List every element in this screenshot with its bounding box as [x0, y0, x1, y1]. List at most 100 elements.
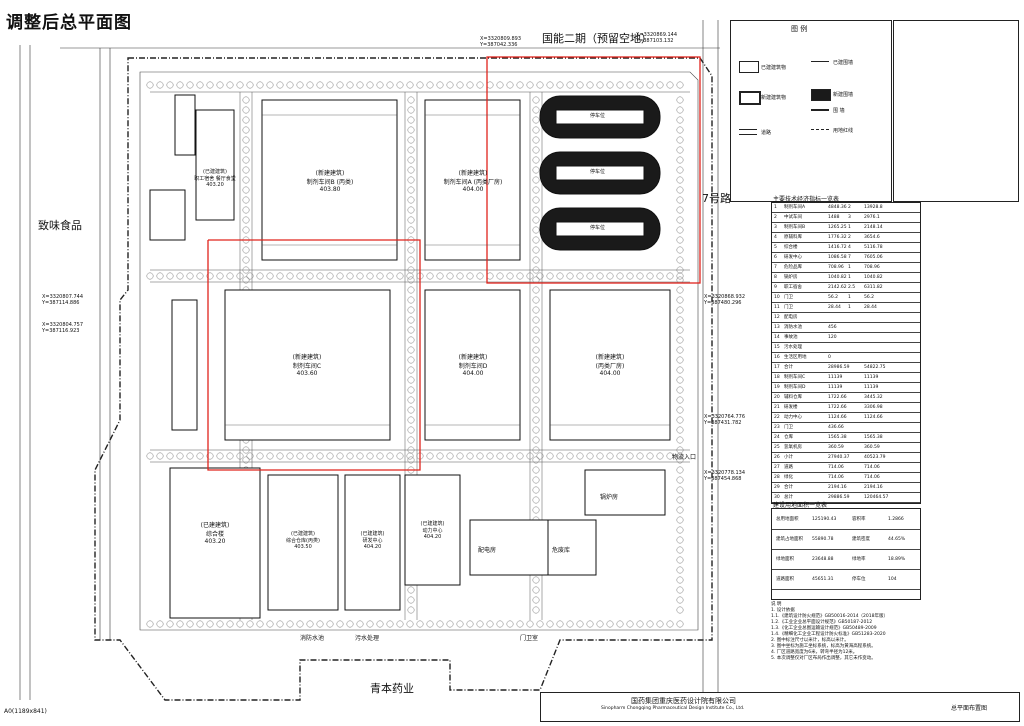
tree-icon [242, 276, 250, 284]
tree-icon [676, 426, 684, 434]
tree-icon [236, 272, 244, 280]
tree-icon [407, 586, 415, 594]
table-cell: 3 [848, 215, 851, 220]
coord-left-x: X=3320807.744 [42, 294, 84, 300]
tree-icon [556, 272, 564, 280]
tree-icon [532, 126, 540, 134]
tree-icon [407, 446, 415, 454]
tree-icon [576, 452, 584, 460]
land-table-cell: 容积率 [852, 517, 866, 522]
tree-icon [356, 81, 364, 89]
tree-icon [532, 606, 540, 614]
tree-icon [676, 526, 684, 534]
note-line: 3. 图中坐标为施工坐标系统，标高为黄海高程系统。 [771, 644, 876, 649]
coord-left2-x: X=3320804.757 [42, 322, 84, 328]
table-cell: 24 [774, 435, 780, 440]
tree-icon [676, 476, 684, 484]
tree-icon [546, 81, 554, 89]
table-cell: 14 [774, 335, 780, 340]
neighbor-label-bottom: 青本药业 [370, 682, 414, 695]
tree-icon [636, 452, 644, 460]
tree-icon [436, 81, 444, 89]
paper-size-code: A0(1189x841) [4, 708, 47, 715]
tree-icon [426, 452, 434, 460]
table-cell: 1 [774, 205, 777, 210]
tree-icon [532, 436, 540, 444]
tree-icon [656, 452, 664, 460]
tree-icon [336, 81, 344, 89]
table-cell: 436.66 [828, 425, 844, 430]
tree-icon [466, 452, 474, 460]
table-cell: 2976.1 [864, 215, 880, 220]
tree-icon [496, 272, 504, 280]
note-line: 4. 厂区道路宽度为6米，转弯半径为12米。 [771, 650, 858, 655]
tree-icon [176, 452, 184, 460]
coord-right-mid-y: Y=387431.782 [704, 420, 742, 426]
tree-icon [536, 620, 544, 628]
tree-icon [206, 452, 214, 460]
land-table-cell: 道路面积 [776, 577, 794, 582]
table-cell: 40523.79 [864, 455, 886, 460]
table-cell: 120464.57 [864, 495, 889, 500]
tree-icon [396, 81, 404, 89]
tree-icon [366, 620, 374, 628]
tree-icon [446, 81, 454, 89]
tree-icon [246, 272, 254, 280]
table-cell: 辅料仓库 [784, 395, 802, 400]
tree-icon [407, 346, 415, 354]
tree-icon [306, 81, 314, 89]
small-building-5 [171, 299, 198, 431]
table-cell: 7605.06 [864, 255, 883, 260]
table-cell: 总计 [784, 495, 793, 500]
tree-icon [242, 446, 250, 454]
tree-icon [246, 620, 254, 628]
tree-icon [242, 206, 250, 214]
tree-icon [532, 326, 540, 334]
tree-icon [566, 620, 574, 628]
tree-icon [476, 452, 484, 460]
tree-icon [532, 196, 540, 204]
tree-icon [532, 406, 540, 414]
tree-icon [486, 452, 494, 460]
tree-icon [532, 306, 540, 314]
tree-icon [532, 236, 540, 244]
legend-label-wall-existing: 已建围墙 [833, 60, 854, 66]
table-cell: 原辅料库 [784, 235, 802, 240]
table-cell: 1040.82 [828, 275, 847, 280]
tree-icon [676, 466, 684, 474]
tree-icon [242, 256, 250, 264]
building-e-label: (新建建筑)(丙类厂房)404.00 [595, 354, 625, 377]
tree-icon [676, 126, 684, 134]
legend-swatch-existing [739, 61, 759, 73]
tree-icon [366, 272, 374, 280]
tree-icon [226, 81, 234, 89]
table-cell: 配电房 [784, 315, 798, 320]
tree-icon [246, 81, 254, 89]
tree-icon [676, 620, 684, 628]
tree-icon [326, 452, 334, 460]
tree-icon [532, 456, 540, 464]
tree-icon [532, 146, 540, 154]
tree-icon [336, 272, 344, 280]
tree-icon [532, 366, 540, 374]
inner-fence [139, 71, 699, 631]
tree-icon [476, 81, 484, 89]
table-cell: 11 [774, 305, 780, 310]
tree-icon [532, 316, 540, 324]
table-cell: 27 [774, 465, 780, 470]
tree-icon [436, 452, 444, 460]
tree-icon [676, 316, 684, 324]
tree-icon [586, 272, 594, 280]
tree-icon [316, 620, 324, 628]
tree-icon [276, 452, 284, 460]
tree-icon [656, 272, 664, 280]
tree-icon [532, 166, 540, 174]
table-cell: 2142.62 [828, 285, 847, 290]
tree-icon [242, 146, 250, 154]
tree-icon [386, 452, 394, 460]
